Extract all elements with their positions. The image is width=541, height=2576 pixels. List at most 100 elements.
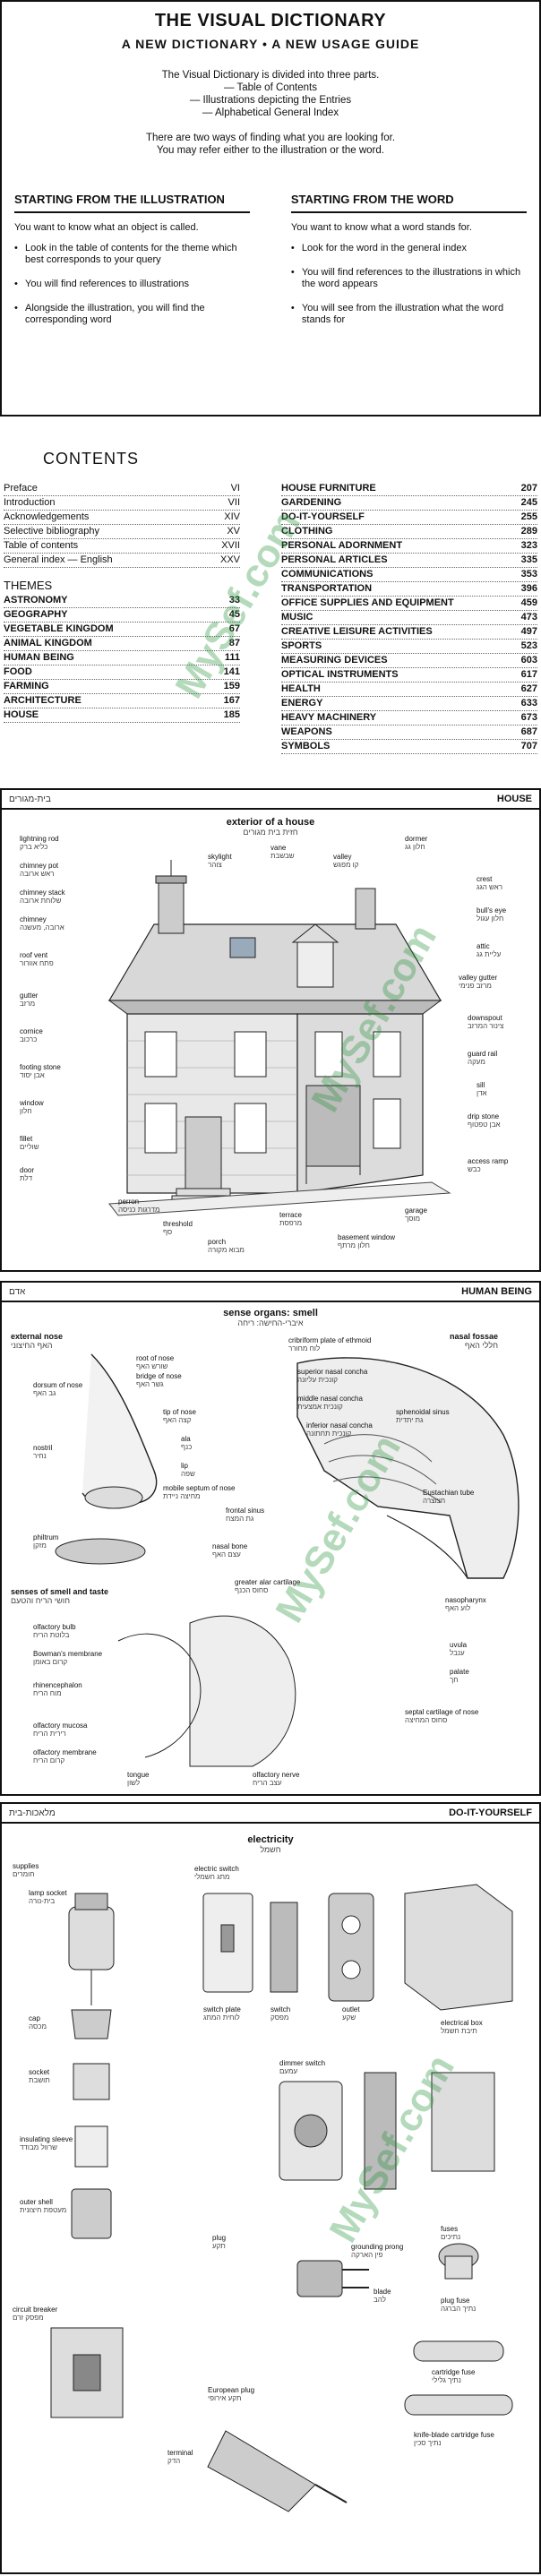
label-he: מבוא מקורה [208,1246,245,1254]
label-en: nasal bone [212,1542,248,1550]
label-en: grounding prong [351,2243,404,2251]
illustration-heading: STARTING FROM THE ILLUSTRATION [14,193,225,206]
plate-header: מלאכות-בית DO-IT-YOURSELF [2,1804,539,1824]
label-en: middle nasal concha [297,1395,363,1403]
label-he: כנף [181,1443,193,1451]
label-he: מוח הריח [33,1689,62,1697]
label-en: nostril [33,1444,53,1452]
contents-entry[interactable]: CREATIVE LEISURE ACTIVITIES 497 [281,625,537,640]
title-en: electricity [247,1834,294,1845]
label-he: מפסק זרם [13,2314,44,2322]
label-en: lamp socket [29,1889,67,1897]
label-en: sphenoidal sinus [396,1408,450,1416]
label-en: threshold [163,1220,193,1228]
section-title: DO-IT-YOURSELF [449,1807,532,1818]
entry-name: HOUSE [4,709,39,720]
label-en: porch [208,1238,227,1246]
label-he: ענבל [450,1649,465,1657]
house-illustration [107,860,451,1216]
label-he: מפסק [270,2014,289,2022]
entry-page: 627 [520,683,537,694]
label-en: garage [405,1206,427,1215]
label-he: ראש הגג [477,883,503,891]
word-column: STARTING FROM THE WORD You want to know … [291,193,527,339]
label-he: בלוטת הריח [33,1631,70,1639]
bullet-item: Look in the table of contents for the th… [14,243,250,266]
house-plate: בית-מגורים HOUSE exterior of a house חזי… [0,788,541,1272]
label-he: מעטפת חיצונית [20,2206,67,2214]
section-title: HUMAN BEING [461,1286,532,1297]
entry-page: VI [230,483,240,494]
label-he: חצוצרה [423,1497,446,1505]
entry-name: WEAPONS [281,726,332,737]
entry-page: 396 [520,583,537,594]
entry-name: MEASURING DEVICES [281,655,388,665]
label-he: אבן טפטוף [468,1121,501,1129]
label-he: קרום באומן [33,1658,68,1666]
label-en: crest [477,875,493,883]
entry-page: XV [227,526,240,537]
entry-name: CREATIVE LEISURE ACTIVITIES [281,626,433,637]
label-he: תקע [212,2242,226,2250]
label-en: uvula [450,1641,468,1649]
label-he: קרום הריח [33,1756,65,1765]
entry-page: 353 [520,569,537,580]
divider [14,211,251,213]
label-he: עמעם [279,2067,298,2075]
label-en: Eustachian tube [423,1489,475,1497]
bullet-item: You will find references to illustration… [14,279,250,290]
label-en: blade [374,2288,391,2296]
label-en: nasopharynx [445,1596,486,1604]
label-he: נתיך סכין [414,2439,442,2447]
label-en: perron [118,1198,140,1206]
label-he: עצב הריח [253,1779,282,1787]
entry-page: 497 [520,626,537,637]
